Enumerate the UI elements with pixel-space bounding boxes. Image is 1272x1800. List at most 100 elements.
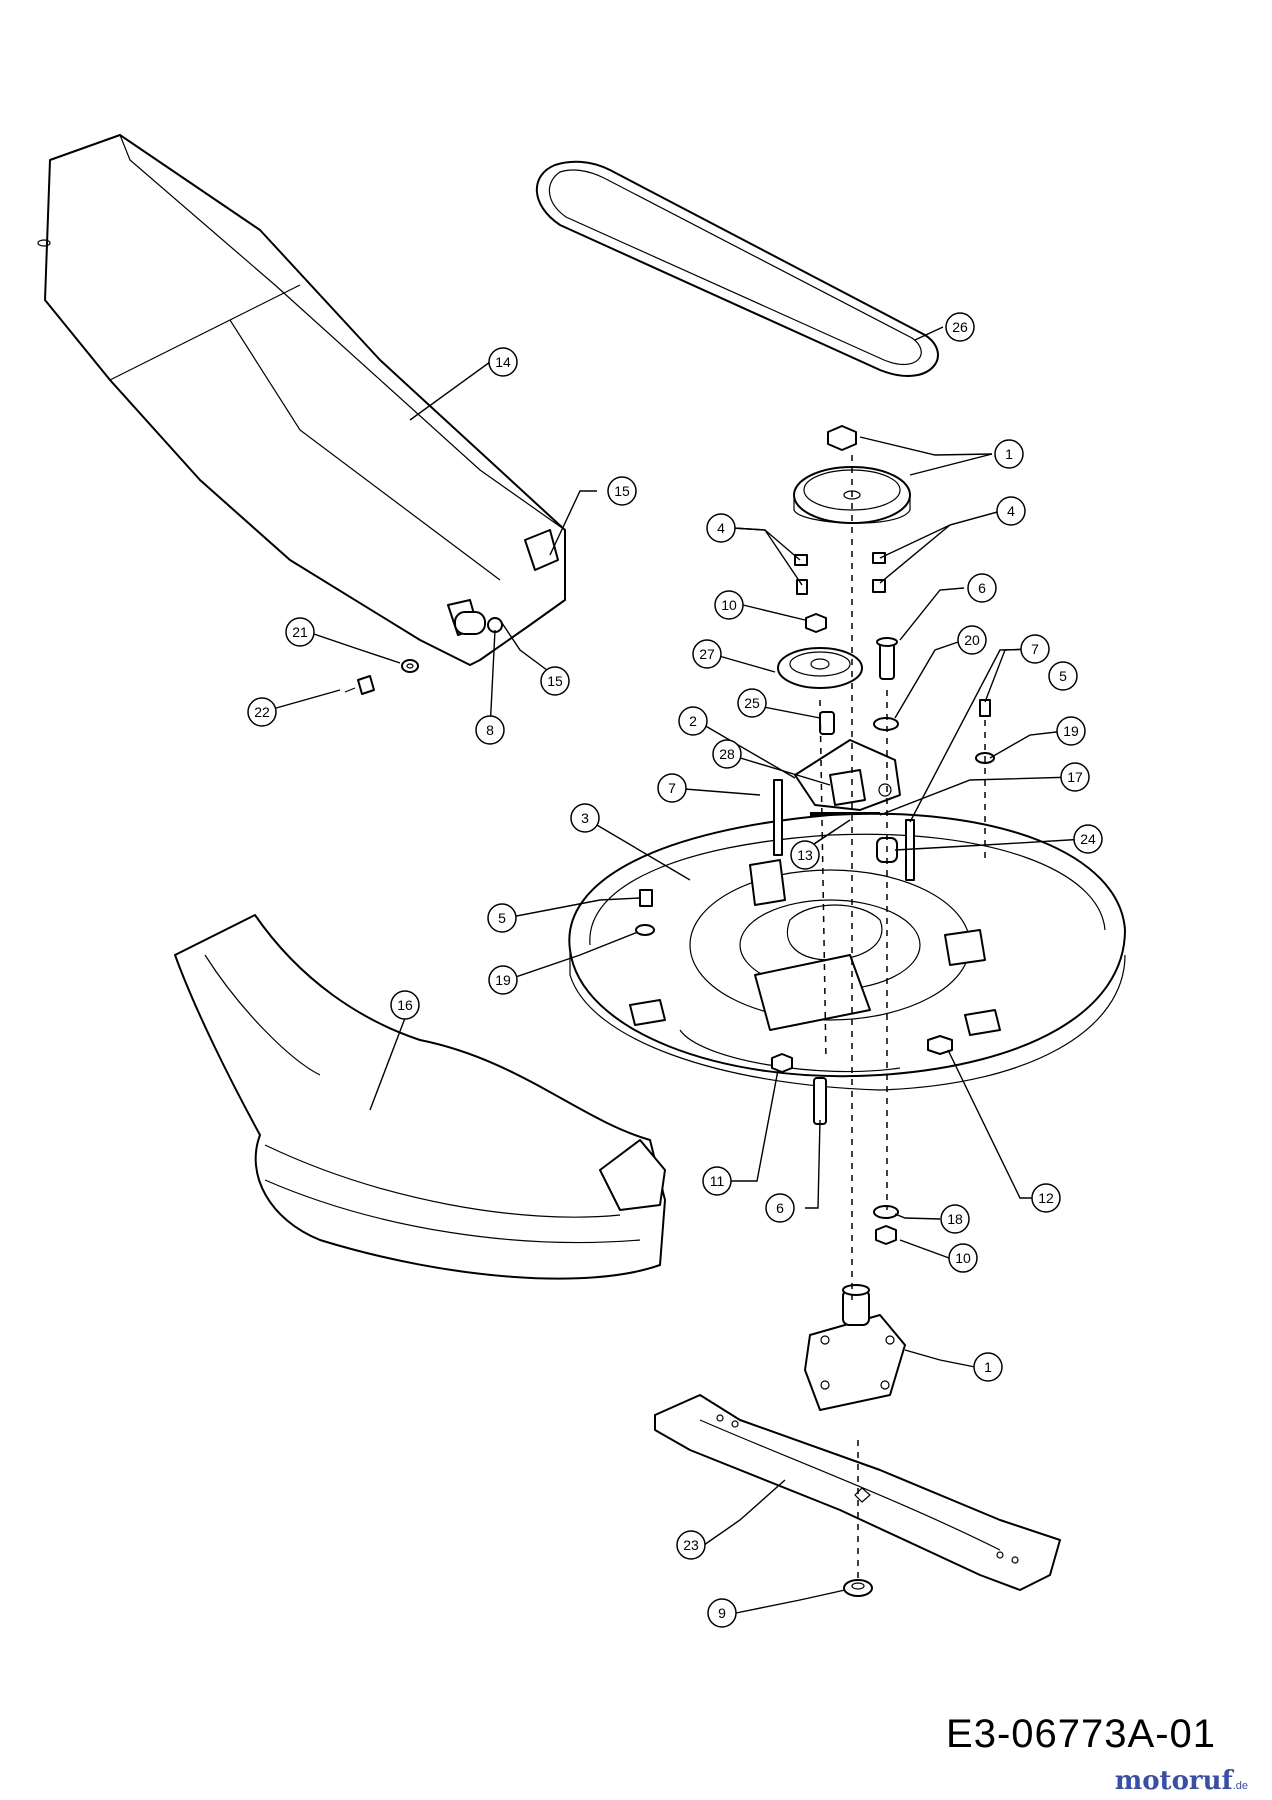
callout-28: 28 xyxy=(712,739,742,769)
svg-text:22: 22 xyxy=(254,704,270,720)
callout-10: 10 xyxy=(714,590,744,620)
idler-pulley xyxy=(777,647,863,689)
svg-text:10: 10 xyxy=(955,1250,971,1266)
callout-17: 17 xyxy=(1060,762,1090,792)
svg-text:15: 15 xyxy=(614,483,630,499)
callout-1: 1 xyxy=(973,1352,1003,1382)
callout-2: 2 xyxy=(678,706,708,736)
svg-text:9: 9 xyxy=(718,1605,726,1621)
callout-19: 19 xyxy=(488,965,518,995)
callout-3: 3 xyxy=(570,803,600,833)
spacer-bushing xyxy=(819,711,835,735)
callout-11: 11 xyxy=(702,1166,732,1196)
svg-text:26: 26 xyxy=(952,319,968,335)
svg-text:4: 4 xyxy=(717,520,725,536)
blade-bolt xyxy=(843,1579,873,1597)
svg-text:1: 1 xyxy=(984,1359,992,1375)
callout-10: 10 xyxy=(948,1243,978,1273)
hex-nut-upper xyxy=(805,613,827,633)
callout-25: 25 xyxy=(737,688,767,718)
callout-markers: 26 14 1 15 4 4 6 10 21 27 20 7 5 15 22 2… xyxy=(247,312,1103,1628)
brand-watermark: motoruf.de xyxy=(1115,1766,1248,1796)
svg-text:7: 7 xyxy=(1031,641,1039,657)
callout-13: 13 xyxy=(790,840,820,870)
deck-nut-right xyxy=(927,1035,953,1055)
idler-arm-bracket xyxy=(794,739,901,822)
callout-1: 1 xyxy=(994,439,1024,469)
callout-leaders xyxy=(261,326,1086,1614)
svg-text:21: 21 xyxy=(292,624,308,640)
svg-text:3: 3 xyxy=(581,810,589,826)
flat-washer xyxy=(873,717,899,731)
callout-22: 22 xyxy=(247,697,277,727)
callout-14: 14 xyxy=(488,347,518,377)
deck-nut xyxy=(771,1053,793,1073)
svg-text:17: 17 xyxy=(1067,769,1083,785)
chute-fasteners xyxy=(344,611,503,695)
assembly-axes xyxy=(819,455,986,1580)
mounting-bolts xyxy=(794,552,886,595)
callout-21: 21 xyxy=(285,617,315,647)
svg-text:1: 1 xyxy=(1005,446,1013,462)
callout-18: 18 xyxy=(940,1204,970,1234)
callout-8: 8 xyxy=(475,715,505,745)
blade-spindle-housing xyxy=(804,1284,906,1411)
callout-6: 6 xyxy=(967,573,997,603)
callout-12: 12 xyxy=(1031,1183,1061,1213)
callout-19: 19 xyxy=(1056,716,1086,746)
svg-text:2: 2 xyxy=(689,713,697,729)
deck-bolt xyxy=(813,1077,827,1125)
hex-nut-lower xyxy=(875,1225,897,1245)
brand-tld: .de xyxy=(1232,1780,1248,1792)
callout-16: 16 xyxy=(390,990,420,1020)
svg-text:11: 11 xyxy=(710,1173,725,1189)
svg-text:27: 27 xyxy=(699,646,715,662)
callout-15: 15 xyxy=(540,666,570,696)
lock-washer-left xyxy=(635,924,655,936)
svg-text:7: 7 xyxy=(668,780,676,796)
svg-text:20: 20 xyxy=(964,632,980,648)
callout-5: 5 xyxy=(1048,661,1078,691)
callout-9: 9 xyxy=(707,1598,737,1628)
carriage-bolt-left xyxy=(639,889,653,907)
svg-text:13: 13 xyxy=(797,847,813,863)
svg-text:19: 19 xyxy=(1063,723,1079,739)
callout-7: 7 xyxy=(1020,634,1050,664)
svg-text:12: 12 xyxy=(1038,1190,1054,1206)
svg-text:19: 19 xyxy=(495,972,511,988)
drive-belt xyxy=(535,160,939,377)
callout-26: 26 xyxy=(945,312,975,342)
svg-text:5: 5 xyxy=(1059,668,1067,684)
callout-20: 20 xyxy=(957,625,987,655)
svg-text:8: 8 xyxy=(486,722,494,738)
svg-text:6: 6 xyxy=(978,580,986,596)
svg-text:10: 10 xyxy=(721,597,737,613)
mower-deck xyxy=(568,812,1126,1091)
svg-text:5: 5 xyxy=(498,910,506,926)
discharge-chute xyxy=(37,134,566,666)
callout-4: 4 xyxy=(996,496,1026,526)
callout-4: 4 xyxy=(706,513,736,543)
callout-23: 23 xyxy=(676,1530,706,1560)
callout-24: 24 xyxy=(1073,824,1103,854)
svg-text:16: 16 xyxy=(397,997,413,1013)
svg-text:25: 25 xyxy=(744,695,760,711)
svg-text:6: 6 xyxy=(776,1200,784,1216)
callout-6: 6 xyxy=(765,1193,795,1223)
callout-7: 7 xyxy=(657,773,687,803)
svg-text:24: 24 xyxy=(1080,831,1096,847)
svg-text:4: 4 xyxy=(1007,503,1015,519)
shoulder-pin xyxy=(876,637,898,680)
carriage-bolt-right xyxy=(979,699,991,717)
svg-text:23: 23 xyxy=(683,1537,699,1553)
callout-5: 5 xyxy=(487,903,517,933)
svg-text:14: 14 xyxy=(495,354,511,370)
callout-15: 15 xyxy=(607,476,637,506)
drawing-code: E3-06773A-01 xyxy=(946,1712,1216,1756)
svg-text:18: 18 xyxy=(947,1211,963,1227)
svg-text:15: 15 xyxy=(547,673,563,689)
deck-washer-lower xyxy=(873,1205,899,1219)
svg-text:28: 28 xyxy=(719,746,735,762)
